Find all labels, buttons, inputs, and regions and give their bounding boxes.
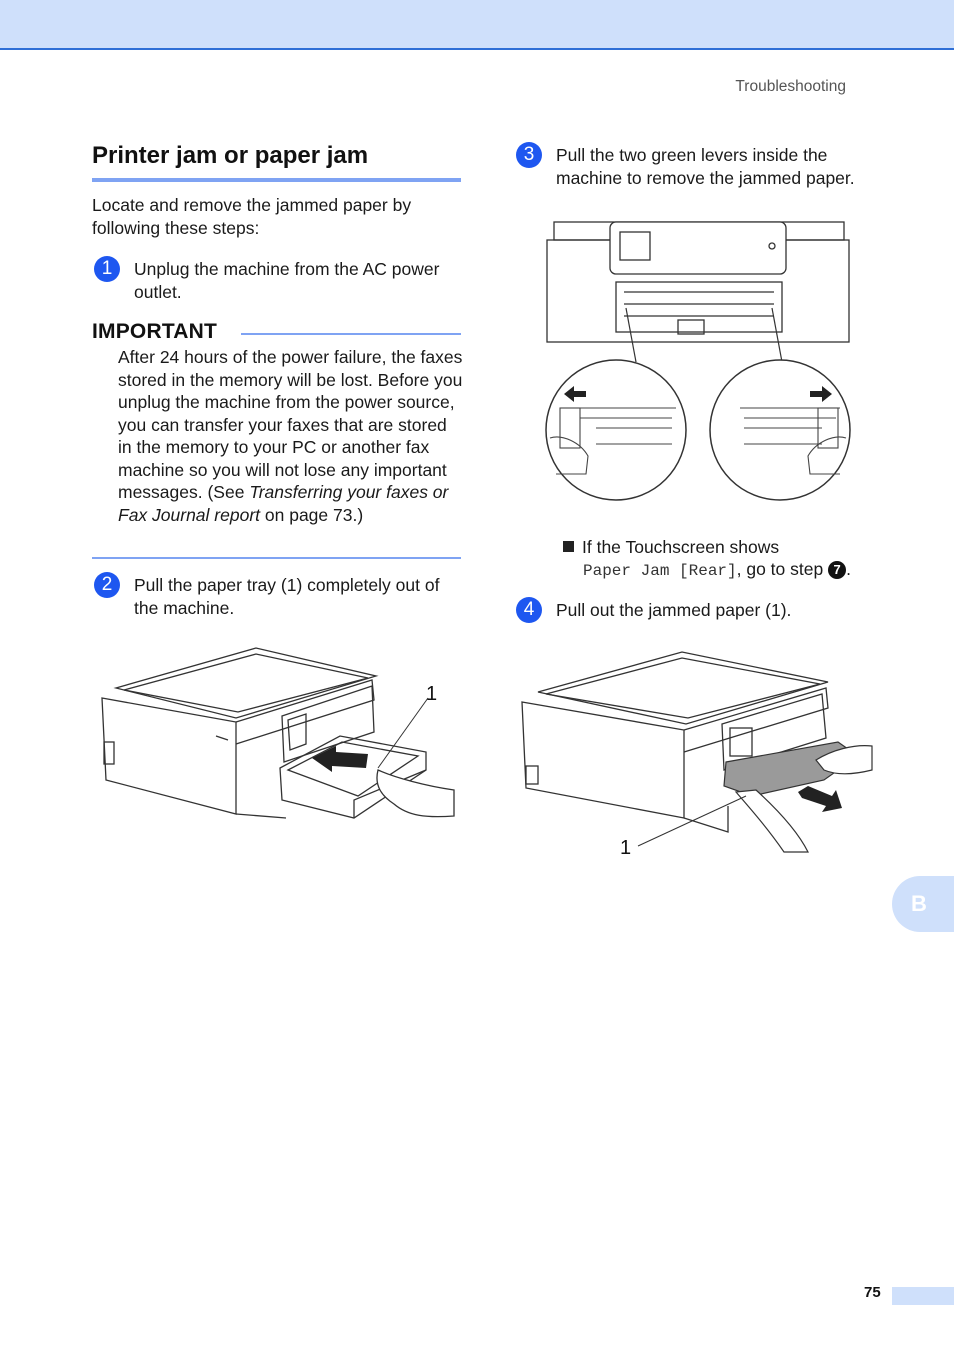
page-number: 75 — [864, 1284, 881, 1301]
intro-paragraph: Locate and remove the jammed paper by fo… — [92, 195, 412, 238]
touchscreen-note-line2: Paper Jam [Rear], go to step 7. — [583, 558, 903, 583]
tray-callout-leader — [377, 697, 429, 769]
paper-callout-leader — [637, 795, 747, 847]
error-message-code: Paper Jam [Rear] — [583, 562, 737, 580]
chapter-side-tab[interactable]: B — [892, 876, 954, 932]
important-body: After 24 hours of the power failure, the… — [118, 346, 463, 526]
paper-callout-label: 1 — [620, 837, 631, 858]
step-ref-circled-7[interactable]: 7 — [828, 561, 847, 579]
note-text-start: If the Touchscreen shows — [582, 537, 780, 557]
chapter-tab-label: B — [911, 891, 927, 916]
green-levers-illustration — [545, 221, 851, 501]
touchscreen-note: If the Touchscreen shows — [563, 536, 893, 559]
important-bottom-rule — [92, 557, 461, 559]
important-heading: IMPORTANT — [92, 320, 218, 343]
step-2-text: Pull the paper tray (1) completely out o… — [134, 575, 440, 618]
note-text-after: , go to step — [736, 559, 824, 579]
step-4-text: Pull out the jammed paper (1). — [556, 600, 792, 620]
step-3-badge: 3 — [516, 142, 542, 168]
title-underline — [92, 178, 461, 182]
step-1-text: Unplug the machine from the AC power out… — [134, 259, 440, 302]
step-3-text: Pull the two green levers inside the mac… — [556, 145, 855, 188]
important-text-end: on page 73.) — [260, 504, 364, 525]
top-header-band — [0, 0, 954, 50]
right-lever-zoom — [709, 359, 851, 501]
bullet-square-icon — [563, 541, 574, 552]
important-text-start: After 24 hours of the power failure, the… — [118, 347, 463, 502]
page-number-bar — [892, 1287, 954, 1305]
important-rule — [241, 333, 461, 335]
note-period: . — [846, 559, 851, 579]
important-cross-reference[interactable]: Transferring your faxes or Fax Journal r… — [118, 482, 449, 525]
tray-removal-illustration: 1 — [101, 647, 455, 819]
running-head: Troubleshooting — [735, 78, 846, 95]
section-title: Printer jam or paper jam — [92, 142, 369, 169]
tray-callout-label: 1 — [426, 683, 437, 705]
left-lever-zoom — [545, 359, 687, 501]
step-2-badge: 2 — [94, 572, 120, 598]
step-4-badge: 4 — [516, 597, 542, 623]
jammed-paper-illustration: 1 — [521, 651, 873, 858]
step-1-badge: 1 — [94, 256, 120, 282]
